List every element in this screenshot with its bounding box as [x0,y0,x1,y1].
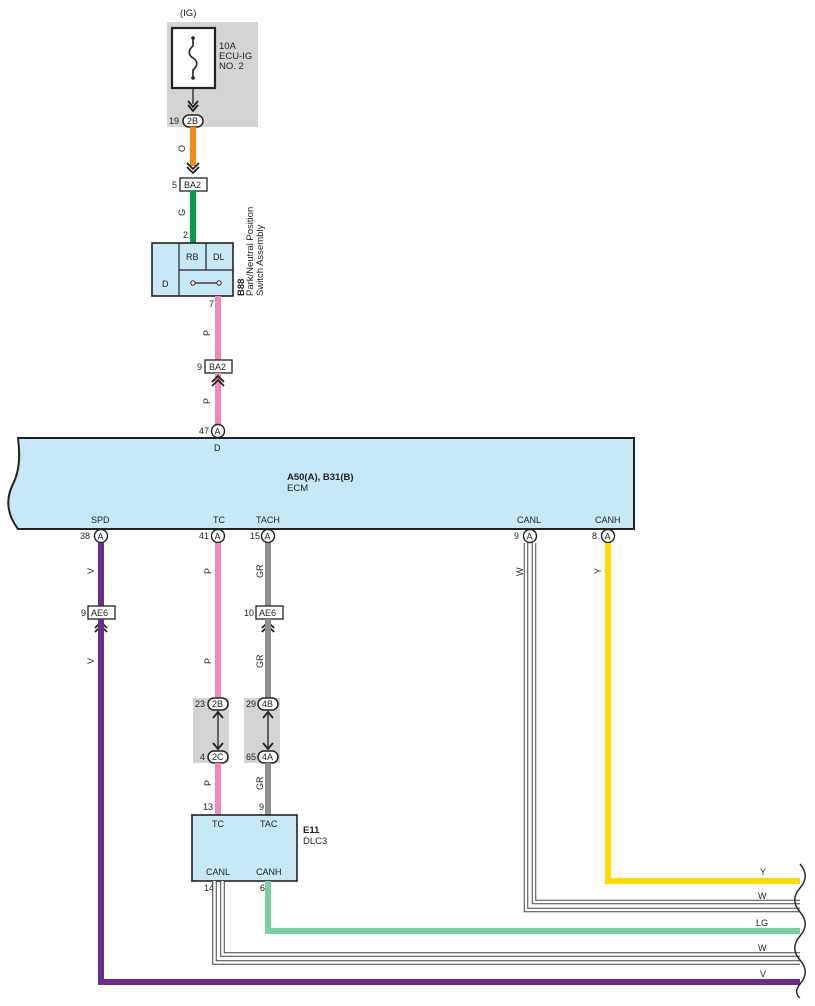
right-label-lg: LG [756,918,768,928]
tc-junction-arrow-icon [212,710,224,751]
switch-name-2: Switch Assembly [255,224,266,296]
canh-top-label: Y [593,568,603,574]
ecm-canl-pin: 9 [514,531,519,541]
tc-label-2: P [203,658,213,664]
ecm-canh-conn: A [605,532,611,542]
spd-label-2: V [86,658,96,664]
fuse-ig-label: (IG) [180,8,196,19]
ae6-right-pin: 10 [244,608,254,618]
dlc3-tac-label: TAC [260,819,278,829]
tc-label-1: P [203,568,213,574]
switch-pin-top: 2 [183,230,188,240]
ecm-spd-label: SPD [91,515,110,525]
tach-label-2: GR [255,654,265,668]
switch-id: B88 [236,279,247,296]
right-label-v: V [760,969,766,979]
tach-4a-pin: 65 [246,752,256,762]
dlc3-box [191,814,298,882]
canl-top-label: W [515,567,525,576]
ecm-box [7,437,635,530]
ecm-canl-conn: A [527,532,533,542]
fuse-icon [188,38,198,78]
dlc3-canh-wire [265,881,800,934]
ba2-lower-name: BA2 [209,362,226,372]
tach-4a-name: 4A [262,752,273,762]
ecm-spd-pin: 38 [80,531,90,541]
tc-2b-name: 2B [212,699,223,709]
ae6-right-name: AE6 [259,608,276,618]
ecm-canh-pin: 8 [592,531,597,541]
fuse-rating: 10A [219,41,237,52]
tach-junction-arrow-icon [262,710,274,751]
dlc3-name: DLC3 [303,836,327,847]
fuse-arrow-icon [187,100,199,113]
ecm-canh-wire [605,543,800,884]
tc-2b-pin: 23 [195,699,205,709]
ae6-left-name: AE6 [91,608,108,618]
dlc3-canh-pin: 6 [260,883,265,893]
ecm-name: ECM [287,483,308,494]
ecm-tc-pin: 41 [199,531,209,541]
switch-d: D [162,279,169,289]
ecm-tc-conn: A [215,532,221,542]
tach-4b-pin: 29 [246,699,256,709]
switch-pin-bottom: 7 [209,299,214,309]
ecm-top-pin: 47 [199,426,209,436]
ecm-tc-label: TC [213,515,225,525]
ba2-upper-name: BA2 [184,180,201,190]
ecm-canl-label: CANL [517,515,541,525]
dlc3-canl-wire [212,881,800,965]
ecm-canl-wire [523,543,800,913]
ecm-tach-label: TACH [256,515,280,525]
ecm-top-conn: A [215,427,221,437]
switch-rb: RB [186,252,199,262]
ba2-upper-pin: 5 [172,180,177,190]
right-label-w1: W [758,891,767,901]
fuse-name-2: NO. 2 [219,61,244,72]
dlc3-canh-label: CANH [256,867,282,877]
ae6-left-pin: 9 [81,608,86,618]
dlc3-tac-pin: 9 [259,802,264,812]
fuse-name-1: ECU-IG [219,51,252,62]
dlc3-tc-label: TC [212,819,224,829]
dlc3-canl-label: CANL [206,867,230,877]
right-label-w2: W [758,943,767,953]
tc-2c-name: 2C [212,752,224,762]
right-label-y: Y [760,867,766,877]
ecm-spd-conn: A [98,532,104,542]
tc-label-3: P [203,780,213,786]
spd-label-1: V [86,568,96,574]
tach-label-3: GR [255,776,265,790]
pink-upper-label-2: P [202,398,212,404]
ecm-tach-pin: 15 [250,531,260,541]
ecm-id: A50(A), B31(B) [287,472,354,483]
ba2-lower-pin: 9 [197,362,202,372]
pink-upper-label-1: P [202,330,212,336]
dlc3-canl-pin: 14 [204,883,214,893]
wire-break-icon [794,863,806,999]
tach-4b-name: 4B [262,699,273,709]
ba2-lower-arrow-icon [211,374,225,387]
spd-wire-2 [98,619,800,985]
tc-2c-pin: 4 [200,752,205,762]
green-wire-label: G [177,209,187,216]
switch-dl: DL [213,252,225,262]
ecm-tach-conn: A [265,532,271,542]
ecm-canh-label: CANH [595,515,621,525]
tach-label-1: GR [255,564,265,578]
switch-name-1: Park/Neutral Position [245,207,256,296]
ba2-upper-arrow-icon [186,162,200,175]
dlc3-id: E11 [303,825,320,836]
ecm-top-terminal: D [214,443,221,453]
fuse-pin: 19 [169,116,179,126]
dlc3-tc-pin: 13 [203,802,213,812]
fuse-connector: 2B [187,116,198,126]
orange-wire-label: O [177,145,187,152]
